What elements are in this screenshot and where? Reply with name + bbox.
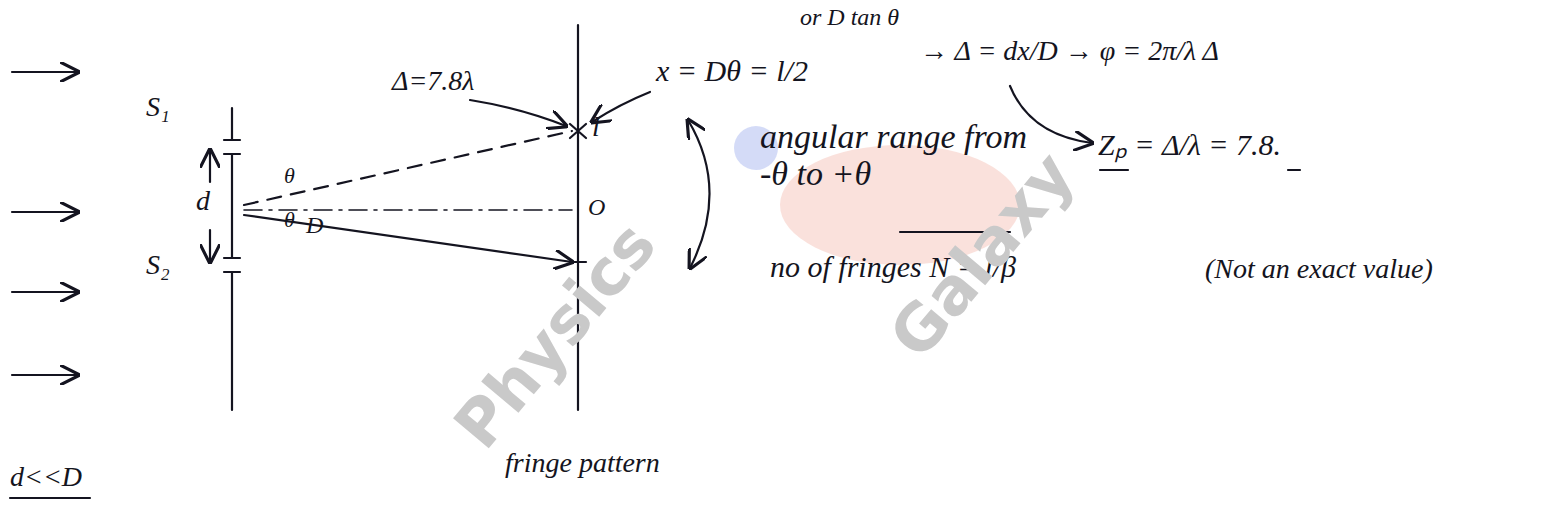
- annotation-text: d<<D: [10, 462, 82, 493]
- annotation-text: θ: [284, 164, 295, 188]
- annotation-text: D: [306, 212, 323, 238]
- slit-wall: [224, 154, 240, 258]
- leader-arrow: [592, 92, 650, 122]
- annotation-text: l: [592, 112, 600, 143]
- point-mark: [570, 124, 586, 138]
- annotation-text: Zₚ = Δ/λ = 7.8.: [1098, 128, 1281, 161]
- annotation-text: θ: [284, 208, 295, 232]
- annotation-text: → Δ = dx/D → φ = 2π/λ Δ: [920, 36, 1219, 67]
- underline: [10, 497, 90, 499]
- annotation-text: O: [588, 194, 605, 220]
- annotation-text: x = Dθ = l/2: [656, 54, 808, 87]
- leader-arrow: [470, 100, 566, 126]
- light-arrow: [12, 211, 78, 213]
- annotation-text: Δ=7.8λ: [392, 66, 474, 97]
- underline: [1100, 169, 1300, 171]
- annotation-text: d: [196, 186, 210, 217]
- ray-dashed: [244, 131, 572, 205]
- slit-wall: [224, 272, 240, 410]
- slit-wall: [224, 108, 240, 140]
- annotation-text: S₁: [146, 92, 170, 123]
- light-arrow: [12, 291, 78, 293]
- annotation-text: fringe pattern: [505, 448, 660, 479]
- watermark-text: Physics: [441, 209, 669, 461]
- annotation-text: (Not an exact value): [1205, 254, 1433, 285]
- range-arrow: [688, 120, 710, 268]
- separation-arrow: [209, 150, 211, 182]
- annotation-text: S₂: [146, 250, 170, 281]
- annotation-text: or D tan θ: [800, 4, 899, 30]
- separation-arrow: [209, 230, 211, 262]
- light-arrow: [12, 374, 78, 376]
- light-arrow: [12, 71, 78, 73]
